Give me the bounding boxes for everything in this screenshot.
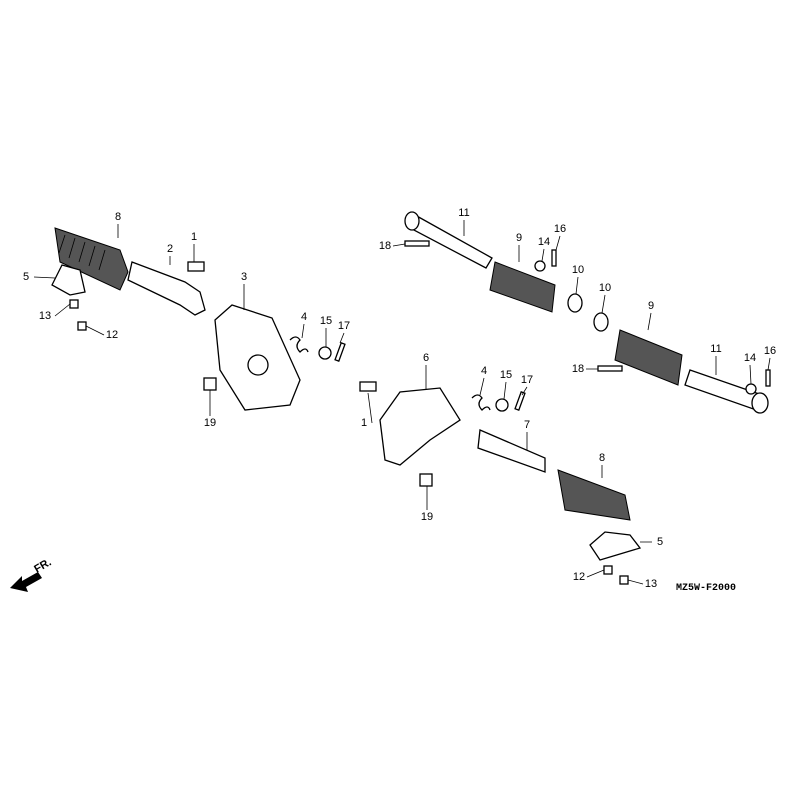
footpeg-rubber-left bbox=[54, 227, 129, 291]
drawing-code: MZ5W-F2000 bbox=[676, 583, 737, 594]
callout-label: 9 bbox=[515, 232, 523, 244]
callout-label: 10 bbox=[571, 264, 585, 276]
footpeg-right bbox=[477, 429, 546, 473]
bracket-right bbox=[379, 387, 461, 466]
callout-label: 15 bbox=[499, 369, 513, 381]
callout-label: 14 bbox=[537, 236, 551, 248]
spring-left bbox=[289, 336, 309, 353]
callout-label: 16 bbox=[763, 345, 777, 357]
spring-right bbox=[471, 394, 491, 411]
rubber-stopper-right bbox=[589, 531, 642, 561]
bolt-19-right bbox=[419, 473, 433, 487]
callout-label: 12 bbox=[572, 571, 586, 583]
leader-lines bbox=[33, 220, 771, 585]
bolt-19-left bbox=[203, 377, 217, 391]
callout-label: 11 bbox=[458, 207, 470, 219]
bracket-hole bbox=[247, 354, 269, 376]
callout-label: 13 bbox=[644, 578, 658, 590]
footpeg-left bbox=[127, 261, 206, 316]
screw-12-left bbox=[77, 321, 87, 331]
callout-label: 1 bbox=[360, 417, 368, 429]
screw-12-right bbox=[603, 565, 613, 575]
washer-10b bbox=[593, 312, 609, 332]
callout-label: 8 bbox=[598, 452, 606, 464]
callout-label: 17 bbox=[337, 320, 351, 332]
cotter-pin-left bbox=[334, 342, 346, 362]
callout-label: 1 bbox=[190, 231, 198, 243]
callout-label: 4 bbox=[480, 365, 488, 377]
pin-18a bbox=[404, 240, 430, 247]
washer-10a bbox=[567, 293, 583, 313]
washer-left bbox=[318, 346, 332, 360]
callout-label: 7 bbox=[523, 419, 531, 431]
peg-rubber-9a bbox=[489, 261, 556, 313]
callout-label: 16 bbox=[553, 223, 567, 235]
callout-label: 15 bbox=[319, 315, 333, 327]
rubber-stopper-left bbox=[51, 264, 86, 296]
callout-label: 13 bbox=[38, 310, 52, 322]
washer-14a bbox=[534, 260, 546, 272]
cotter-16b bbox=[765, 369, 771, 387]
callout-label: 14 bbox=[743, 352, 757, 364]
front-direction-arrow-icon bbox=[10, 572, 42, 592]
screw-13-right bbox=[619, 575, 629, 585]
callout-label: 5 bbox=[656, 536, 664, 548]
callout-label: 18 bbox=[378, 240, 392, 252]
callout-label: 4 bbox=[300, 311, 308, 323]
pin-18b bbox=[597, 365, 623, 372]
callout-label: 9 bbox=[647, 300, 655, 312]
callout-label: 3 bbox=[240, 271, 248, 283]
cotter-pin-right bbox=[514, 391, 526, 411]
callout-label: 10 bbox=[598, 282, 612, 294]
washer-right bbox=[495, 398, 509, 412]
callout-label: 2 bbox=[166, 243, 174, 255]
screw-13-left bbox=[69, 299, 79, 309]
callout-label: 18 bbox=[571, 363, 585, 375]
pin-bolt-right bbox=[359, 381, 377, 392]
callout-label: 8 bbox=[114, 211, 122, 223]
cotter-16a bbox=[551, 249, 557, 267]
washer-14b bbox=[745, 383, 757, 395]
callout-label: 5 bbox=[22, 271, 30, 283]
peg-rubber-9b bbox=[614, 329, 683, 386]
callout-label: 19 bbox=[420, 511, 434, 523]
callout-label: 12 bbox=[105, 329, 119, 341]
footpeg-rubber-right bbox=[557, 469, 631, 521]
pin-bolt-left bbox=[187, 261, 205, 272]
callout-label: 17 bbox=[520, 374, 534, 386]
callout-label: 11 bbox=[710, 343, 722, 355]
callout-label: 19 bbox=[203, 417, 217, 429]
callout-label: 6 bbox=[422, 352, 430, 364]
